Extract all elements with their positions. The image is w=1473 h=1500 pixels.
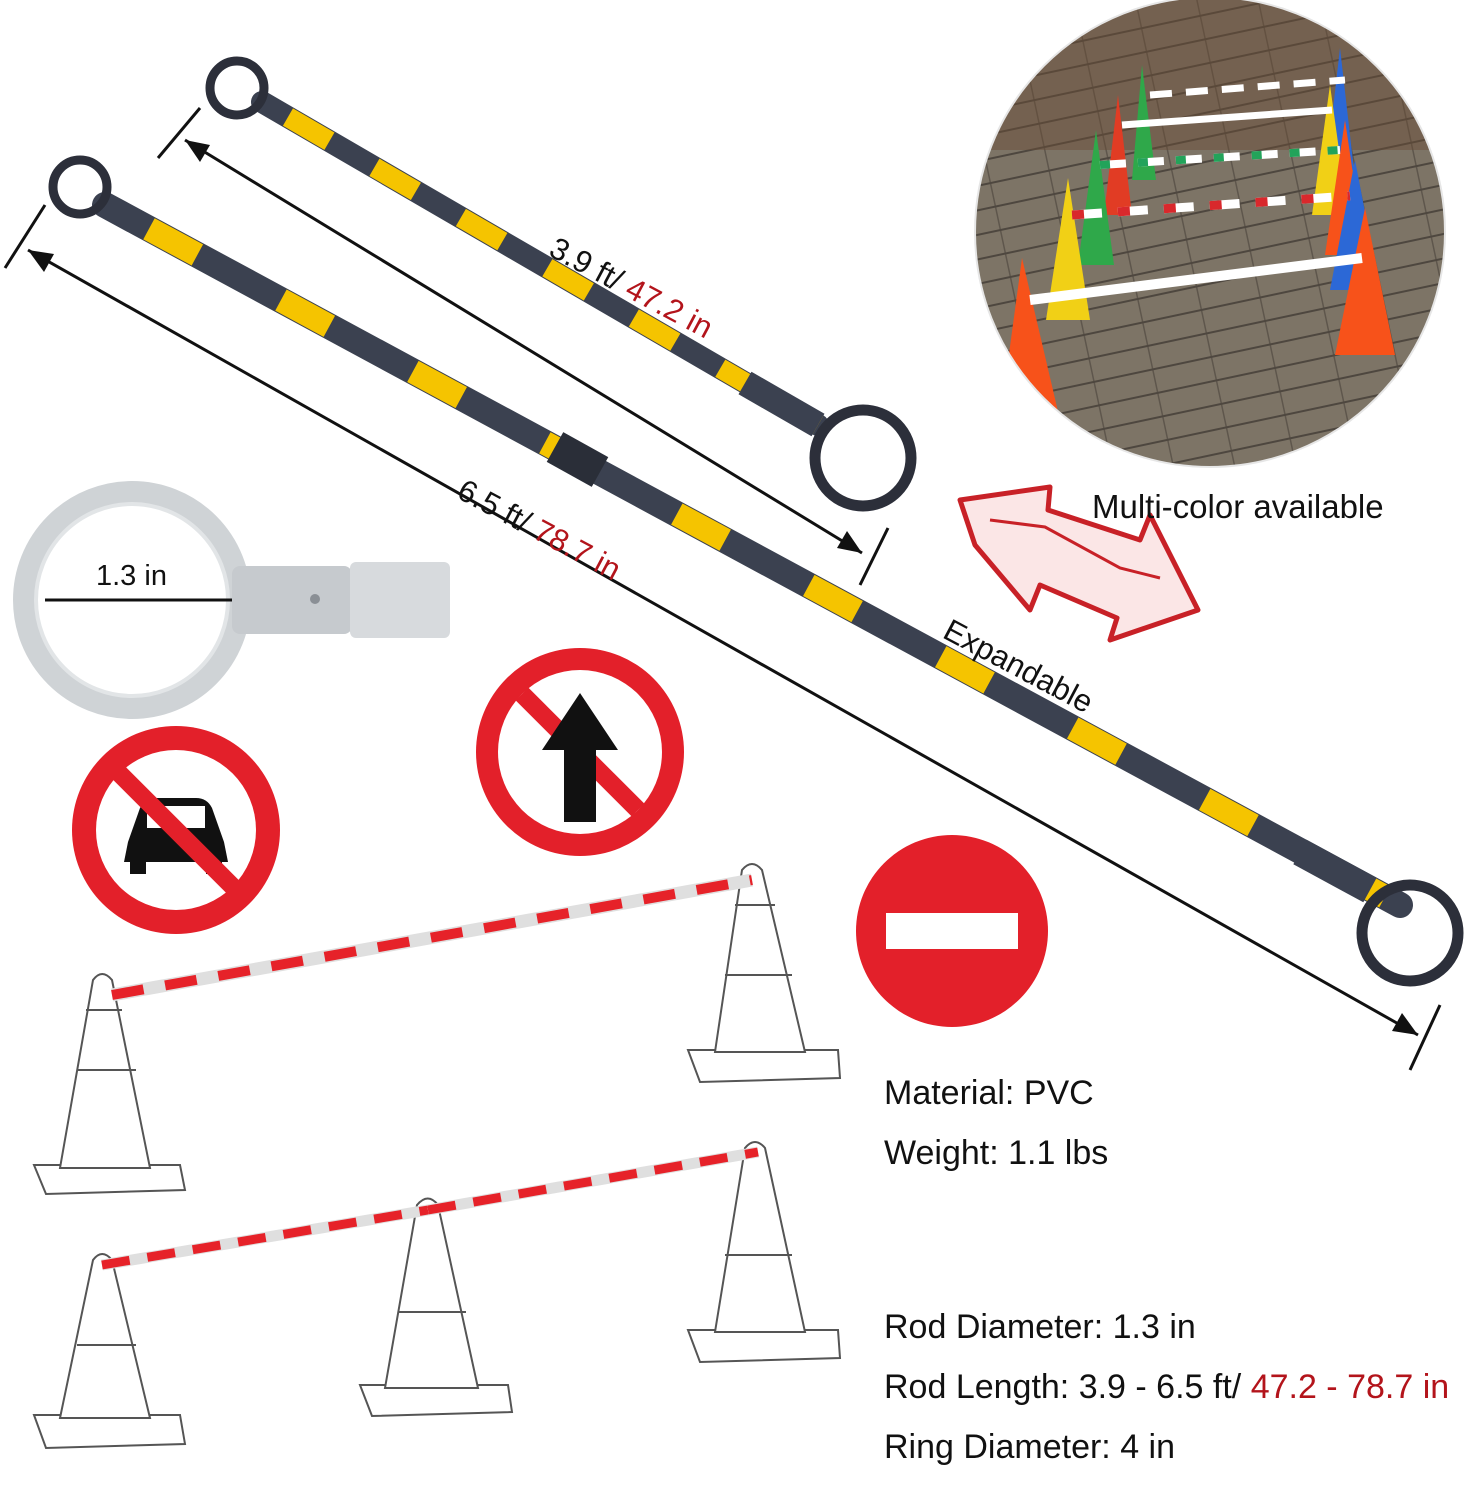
no-entry-sign-icon [856,835,1048,1027]
expand-arrow-icon [957,484,1201,643]
ring-size-label: 1.3 in [96,560,167,592]
spec-rod-length: Rod Length: 3.9 - 6.5 ft/ 47.2 - 78.7 in [884,1368,1449,1407]
multicolor-photo [975,0,1445,467]
multi-color-label: Multi-color available [1092,488,1384,525]
long-rod [48,155,1464,987]
spec-rod-diameter: Rod Diameter: 1.3 in [884,1308,1196,1346]
ring-closeup [13,481,450,719]
long-rod-ring-bottom [1356,879,1464,987]
no-straight-sign-icon [476,648,684,856]
long-dimension-line [3,204,1442,1071]
short-dimension-line [156,107,890,586]
spec-rod-length-in: 47.2 - 78.7 in [1250,1368,1450,1406]
spec-weight: Weight: 1.1 lbs [884,1134,1109,1172]
short-rod-ring-top [205,56,269,120]
short-rod-ring-bottom [809,404,917,512]
traffic-cone-icon [32,863,842,1450]
spec-material: Material: PVC [884,1074,1094,1112]
long-rod-ring-top [48,155,112,219]
short-rod [205,56,917,512]
cone-bars [101,873,759,1271]
spec-ring-diameter: Ring Diameter: 4 in [884,1428,1176,1466]
no-car-sign-icon [72,726,280,934]
spec-rod-length-ft: Rod Length: 3.9 - 6.5 ft/ [884,1368,1251,1406]
